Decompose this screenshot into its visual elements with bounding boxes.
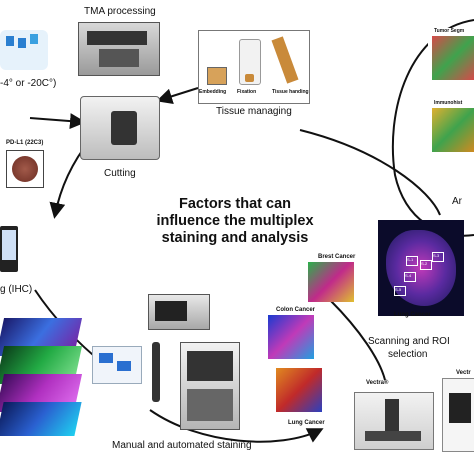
circle-arc-top-right (299, 129, 441, 216)
pipette-image (152, 342, 160, 402)
arrow-storage-to-cutting (29, 113, 86, 130)
central-title: Factors that can influence the multiplex… (150, 196, 320, 247)
tissue-managing-label: Tissue managing (216, 106, 292, 117)
lung-cancer-small-image (276, 368, 322, 412)
analysis-top-label: Tumor Segm (434, 28, 465, 34)
embedding-label: Embedding (199, 89, 227, 95)
roi-box-3: S-3 (432, 252, 444, 262)
analysis-panel: Tumor Segm Immunohist (428, 28, 474, 178)
vectra-microscope-image (354, 392, 434, 450)
vectra-scanner-image (442, 378, 474, 452)
central-title-line-2: influence the multiplex (156, 213, 314, 229)
sample-storage-image (0, 30, 48, 70)
tma-machine-image (78, 22, 160, 76)
analysis-label: Ar (452, 196, 462, 207)
ihc-label: g (IHC) (0, 284, 33, 295)
pdl1-slide-image (6, 150, 44, 188)
lung-cancer-scan-label: Lung Cancer (394, 312, 431, 318)
autostainer-image (180, 342, 240, 430)
vectra2-label: Vectr (456, 370, 471, 376)
roi-box-1: S-1 (406, 256, 418, 266)
cutting-label: Cutting (104, 168, 136, 179)
breast-cancer-label: Brest Cancer (318, 254, 356, 260)
lung-cancer-scan-image: S-1 S-2 S-3 S-4 S-5 (378, 220, 464, 316)
breast-cancer-image (308, 262, 354, 302)
circle-arc-bottom (149, 409, 324, 443)
tumor-segmentation-image (432, 36, 474, 80)
roi-box-5: S-5 (394, 286, 406, 296)
staining-kit-image (92, 346, 142, 384)
pdl1-label: PD-L1 (22C3) (6, 140, 44, 146)
scanning-label-line-1: Scanning and ROI (368, 336, 450, 347)
staining-oven-image (148, 294, 210, 330)
central-title-line-3: staining and analysis (161, 230, 309, 246)
tissue-handing-label: Tissue handing (272, 89, 309, 95)
microtome-image (80, 96, 160, 160)
fixation-label: Fixation (237, 89, 257, 95)
colon-cancer-image (268, 315, 314, 359)
roi-box-2: S-2 (420, 260, 432, 270)
analysis-mid-label: Immunohist (434, 100, 463, 106)
lung-cancer-small-label: Lung Cancer (288, 420, 325, 426)
staining-label: Manual and automated staining (112, 440, 252, 451)
vectra-label: Vectra® (366, 380, 389, 386)
tma-processing-label: TMA processing (84, 6, 156, 17)
colon-cancer-label: Colon Cancer (276, 307, 316, 313)
multiplex-layer-stack (0, 318, 83, 438)
central-title-line-1: Factors that can (179, 196, 291, 212)
ihc-monitor-image (0, 226, 18, 272)
arrow-tissue-to-cutting (156, 87, 199, 105)
scanning-label-line-2: selection (388, 349, 428, 360)
tissue-managing-panel: Embedding Fixation Tissue handing (198, 30, 310, 104)
roi-box-4: S-4 (404, 272, 416, 282)
circle-arc-right (329, 299, 386, 381)
storage-temperature-label: -4° or -20C°) (0, 78, 57, 89)
immunohistochemistry-image (432, 108, 474, 152)
